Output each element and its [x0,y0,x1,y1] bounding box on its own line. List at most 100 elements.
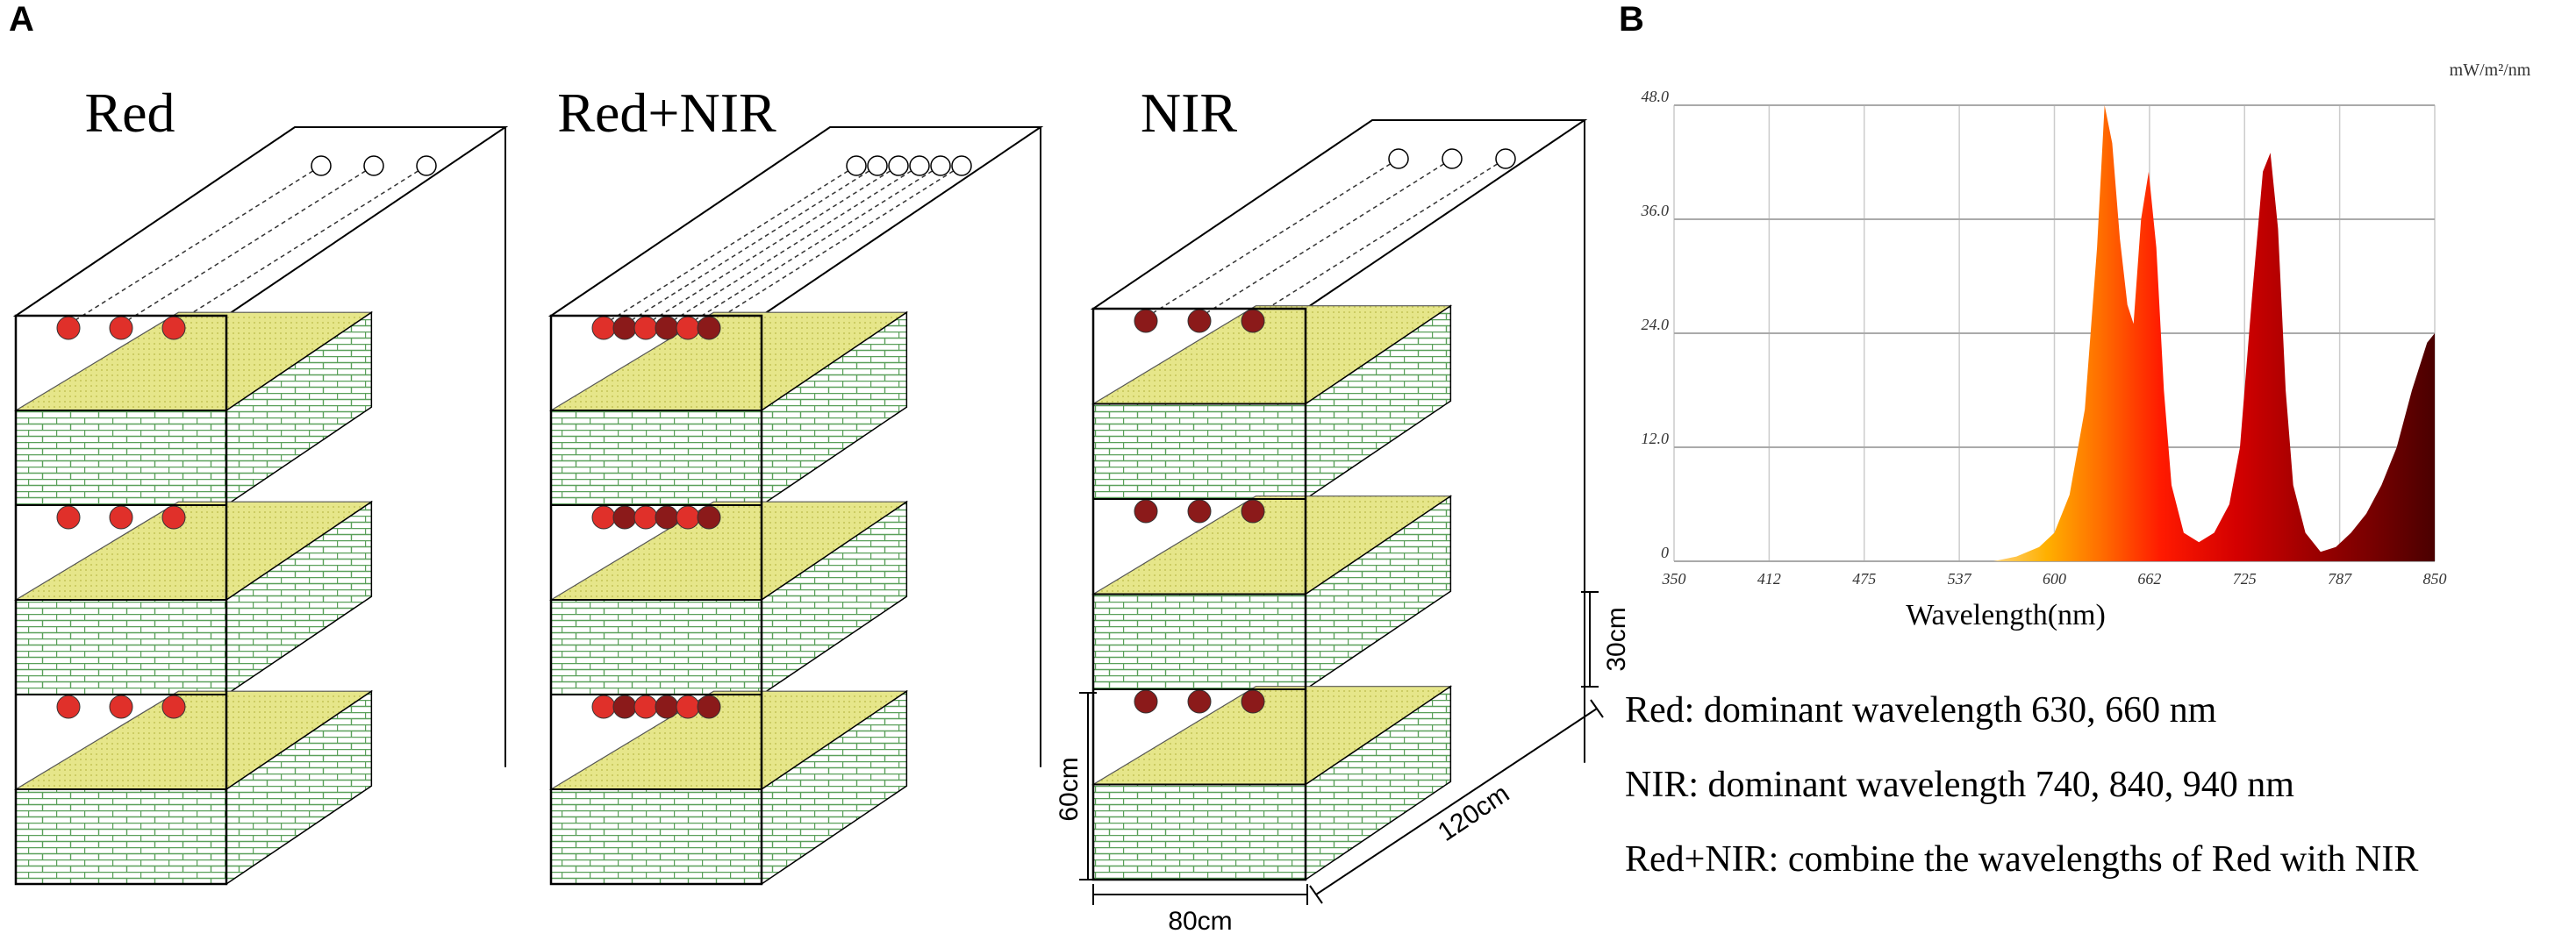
caption-line: NIR: dominant wavelength 740, 840, 940 n… [1625,765,2294,805]
lamp-darkred [655,316,679,340]
lamp-darkred [655,505,679,530]
lamp-darkred [655,695,679,719]
lamp-red [109,695,133,719]
tube-end [1495,148,1516,169]
light-tube [687,165,941,325]
lamp-darkred [697,316,721,340]
rack-front-frame [14,314,228,886]
lamp-red [633,695,658,719]
y-tick-label: 0 [1661,544,1669,561]
chart-unit-label: mW/m²/nm [2450,61,2531,80]
lamp-darkred [612,316,637,340]
lamp-red [591,505,616,530]
rack-front-frame [549,314,763,886]
rack-title: Red+NIR [557,82,776,144]
lamp-red [161,505,186,530]
x-tick-label: 850 [2423,570,2447,588]
lamp-red [109,316,133,340]
tray-front [15,410,227,506]
tray-front [550,599,762,695]
tube-end [867,155,888,176]
tube-end [1388,148,1409,169]
light-tube [1199,158,1453,318]
light-tube [120,165,375,325]
light-tube [1145,158,1399,318]
lamp-darkred [1134,689,1158,714]
lamp-darkred [1241,309,1265,333]
tray-front [15,788,227,885]
chart-grid [1673,104,2436,562]
lamp-red [591,695,616,719]
rack-group: Red Red+NIR NIR [12,82,1588,886]
light-tube [173,165,427,325]
tube-end [1442,148,1463,169]
lamp-darkred [1134,309,1158,333]
lamp-darkred [697,505,721,530]
tube-end [930,155,951,176]
rack-front-frame [1091,307,1307,881]
y-tick-label: 36.0 [1641,202,1670,219]
y-tick-label: 24.0 [1642,316,1670,333]
panel-a-letter: A [9,0,34,39]
lamp-darkred [1187,499,1212,524]
light-tube [1252,158,1506,318]
lamp-red [676,695,700,719]
lamp-red [161,695,186,719]
light-tube [68,165,322,325]
tube-end [363,155,384,176]
lamp-darkred [612,695,637,719]
lamp-red [109,505,133,530]
rack-2: Red+NIR [547,82,1044,886]
tray-front [550,410,762,506]
x-tick-label: 350 [1662,570,1686,588]
light-tube [603,165,857,325]
tray-front [15,599,227,695]
tube-end [846,155,867,176]
rack-top-frame [1090,119,1588,310]
caption-line: Red: dominant wavelength 630, 660 nm [1625,690,2217,731]
lamp-darkred [1134,499,1158,524]
lamp-darkred [1241,689,1265,714]
tray-front [550,788,762,885]
x-tick-label: 787 [2328,570,2352,588]
tray-front [1092,783,1306,880]
caption-line: Red+NIR: combine the wavelengths of Red … [1625,839,2418,880]
tray-front [1092,403,1306,500]
x-tick-label: 537 [1948,570,1972,588]
tray-front [1092,593,1306,690]
lamp-red [56,505,81,530]
panel-b-letter: B [1619,0,1644,39]
x-tick-label: 662 [2137,570,2161,588]
rack-title: Red [84,82,175,144]
dim-120cm-line [1315,708,1598,895]
tube-end [416,155,437,176]
lamp-red [676,505,700,530]
lamp-red [56,316,81,340]
rack-title: NIR [1141,82,1238,144]
lamp-red [591,316,616,340]
caption-group: Red: dominant wavelength 630, 660 nm NIR:… [1625,690,2418,880]
light-tube [708,165,962,325]
lamp-darkred [697,695,721,719]
dim-60cm-label: 60cm [1055,757,1084,821]
lamp-darkred [1187,309,1212,333]
x-tick-label: 725 [2233,570,2257,588]
lamp-red [161,316,186,340]
tube-end [951,155,972,176]
y-tick-label: 12.0 [1642,430,1670,447]
lamp-red [633,316,658,340]
lamp-red [676,316,700,340]
y-tick-label: 48.0 [1642,88,1670,105]
chart-xlabel: Wavelength(nm) [1906,599,2106,631]
x-tick-label: 600 [2043,570,2066,588]
x-tick-label: 412 [1757,570,1781,588]
light-tube [666,165,920,325]
rack-1: Red [12,82,509,886]
spectrum-area [1993,105,2435,561]
lamp-red [56,695,81,719]
dim-80cm-label: 80cm [1168,907,1232,936]
lamp-darkred [1187,689,1212,714]
light-tube [624,165,878,325]
